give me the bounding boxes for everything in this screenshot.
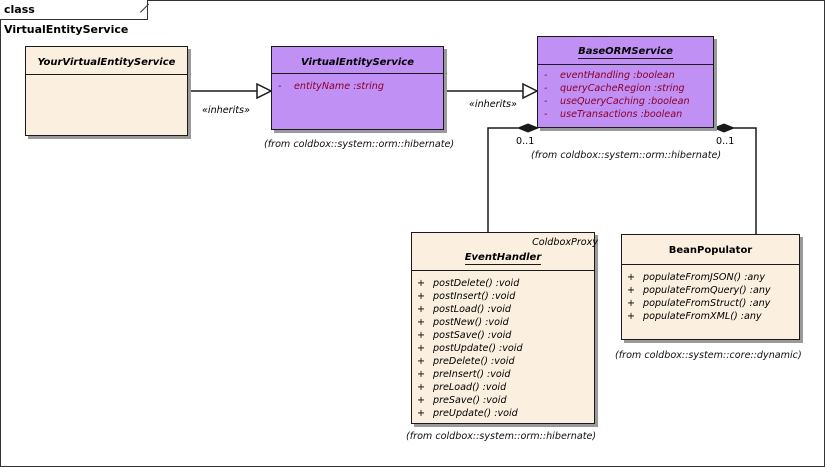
method-text: postUpdate() :void bbox=[433, 343, 523, 354]
attribute-row: - useTransactions :boolean bbox=[544, 108, 713, 121]
visibility-marker: + bbox=[627, 311, 636, 322]
visibility-marker: + bbox=[417, 408, 426, 419]
visibility-marker: - bbox=[544, 83, 548, 94]
attribute-row: - eventHandling :boolean bbox=[544, 69, 713, 82]
visibility-marker: - bbox=[544, 109, 548, 120]
method-text: preUpdate() :void bbox=[433, 408, 518, 419]
composition-line-eventhandler bbox=[487, 127, 518, 232]
method-text: preInsert() :void bbox=[433, 369, 511, 380]
composition-diamond-eventhandler bbox=[516, 123, 540, 133]
method-row: + postSave() :void bbox=[417, 329, 523, 342]
class-name: EventHandler bbox=[464, 252, 542, 265]
attribute-text: entityName :string bbox=[294, 81, 384, 92]
method-row: + populateFromXML() :any bbox=[627, 310, 799, 323]
method-text: postInsert() :void bbox=[433, 291, 516, 302]
method-text: preDelete() :void bbox=[433, 356, 515, 367]
visibility-marker: + bbox=[417, 356, 426, 367]
attribute-text: queryCacheRegion :string bbox=[560, 83, 685, 94]
package-label-bean-populator: (from coldbox::system::core::dynamic) bbox=[615, 350, 802, 361]
visibility-marker: + bbox=[417, 278, 426, 289]
method-text: postDelete() :void bbox=[433, 278, 520, 289]
visibility-marker: + bbox=[417, 343, 426, 354]
method-text: populateFromXML() :any bbox=[643, 311, 762, 322]
method-text: preSave() :void bbox=[433, 395, 507, 406]
method-row: + preDelete() :void bbox=[417, 355, 523, 368]
inherits-arrowhead-1 bbox=[256, 82, 273, 100]
inherits-label-1: «inherits» bbox=[202, 105, 250, 116]
attribute-row: - queryCacheRegion :string bbox=[544, 82, 713, 95]
visibility-marker: - bbox=[544, 70, 548, 81]
visibility-marker: - bbox=[278, 81, 282, 92]
method-row: + postDelete() :void bbox=[417, 277, 523, 290]
method-row: + postLoad() :void bbox=[417, 303, 523, 316]
method-row: + postUpdate() :void bbox=[417, 342, 523, 355]
class-virtual-entity-service[interactable]: VirtualEntityService - entityName :string bbox=[271, 46, 444, 130]
method-text: postSave() :void bbox=[433, 330, 512, 341]
method-text: populateFromJSON() :any bbox=[643, 272, 766, 283]
method-row: + populateFromStruct() :any bbox=[627, 297, 799, 310]
method-text: postLoad() :void bbox=[433, 304, 511, 315]
method-row: + postNew() :void bbox=[417, 316, 523, 329]
class-bean-populator[interactable]: BeanPopulator + populateFromJSON() :any +… bbox=[621, 234, 800, 340]
visibility-marker: + bbox=[627, 272, 636, 283]
attribute-text: eventHandling :boolean bbox=[560, 70, 675, 81]
visibility-marker: + bbox=[417, 317, 426, 328]
package-label-virtual-entity-service: (from coldbox::system::orm::hibernate) bbox=[264, 139, 455, 150]
class-your-virtual-entity-service[interactable]: YourVirtualEntityService bbox=[25, 46, 188, 136]
stereotype-label: ColdboxProxy bbox=[532, 237, 598, 248]
package-label-event-handler: (from coldbox::system::orm::hibernate) bbox=[406, 431, 597, 442]
multiplicity-eventhandler: 0..1 bbox=[516, 136, 535, 147]
class-name: YourVirtualEntityService bbox=[37, 57, 176, 68]
visibility-marker: + bbox=[627, 298, 636, 309]
visibility-marker: + bbox=[417, 382, 426, 393]
method-row: + preLoad() :void bbox=[417, 381, 523, 394]
class-name: BaseORMService bbox=[578, 46, 673, 59]
package-label-base-orm-service: (from coldbox::system::orm::hibernate) bbox=[531, 150, 722, 161]
class-name: BeanPopulator bbox=[668, 245, 753, 256]
class-name: VirtualEntityService bbox=[300, 57, 415, 68]
attribute-row: - entityName :string bbox=[278, 80, 443, 93]
class-event-handler[interactable]: ColdboxProxy EventHandler + postDelete() … bbox=[411, 232, 598, 424]
method-row: + preSave() :void bbox=[417, 394, 523, 407]
composition-diamond-beanpopulator bbox=[712, 123, 736, 133]
visibility-marker: + bbox=[627, 285, 636, 296]
attribute-row: - useQueryCaching :boolean bbox=[544, 95, 713, 108]
composition-line-beanpopulator bbox=[734, 127, 757, 234]
frame-title-text: class VirtualEntityService bbox=[4, 3, 129, 36]
attribute-text: useQueryCaching :boolean bbox=[560, 96, 690, 107]
method-text: preLoad() :void bbox=[433, 382, 507, 393]
visibility-marker: + bbox=[417, 395, 426, 406]
method-row: + populateFromJSON() :any bbox=[627, 271, 799, 284]
inherits-label-2: «inherits» bbox=[469, 99, 517, 110]
method-row: + populateFromQuery() :any bbox=[627, 284, 799, 297]
method-text: postNew() :void bbox=[433, 317, 509, 328]
visibility-marker: - bbox=[544, 96, 548, 107]
method-row: + preInsert() :void bbox=[417, 368, 523, 381]
visibility-marker: + bbox=[417, 304, 426, 315]
diagram-frame-title: class VirtualEntityService bbox=[0, 0, 148, 36]
class-base-orm-service[interactable]: BaseORMService - eventHandling :boolean -… bbox=[537, 36, 714, 128]
method-text: populateFromStruct() :any bbox=[643, 298, 771, 309]
method-text: populateFromQuery() :any bbox=[643, 285, 771, 296]
method-row: + postInsert() :void bbox=[417, 290, 523, 303]
inherits-arrowhead-2 bbox=[522, 82, 539, 100]
method-row: + preUpdate() :void bbox=[417, 407, 523, 420]
attribute-text: useTransactions :boolean bbox=[560, 109, 683, 120]
visibility-marker: + bbox=[417, 369, 426, 380]
visibility-marker: + bbox=[417, 330, 426, 341]
visibility-marker: + bbox=[417, 291, 426, 302]
multiplicity-beanpopulator: 0..1 bbox=[716, 136, 735, 147]
